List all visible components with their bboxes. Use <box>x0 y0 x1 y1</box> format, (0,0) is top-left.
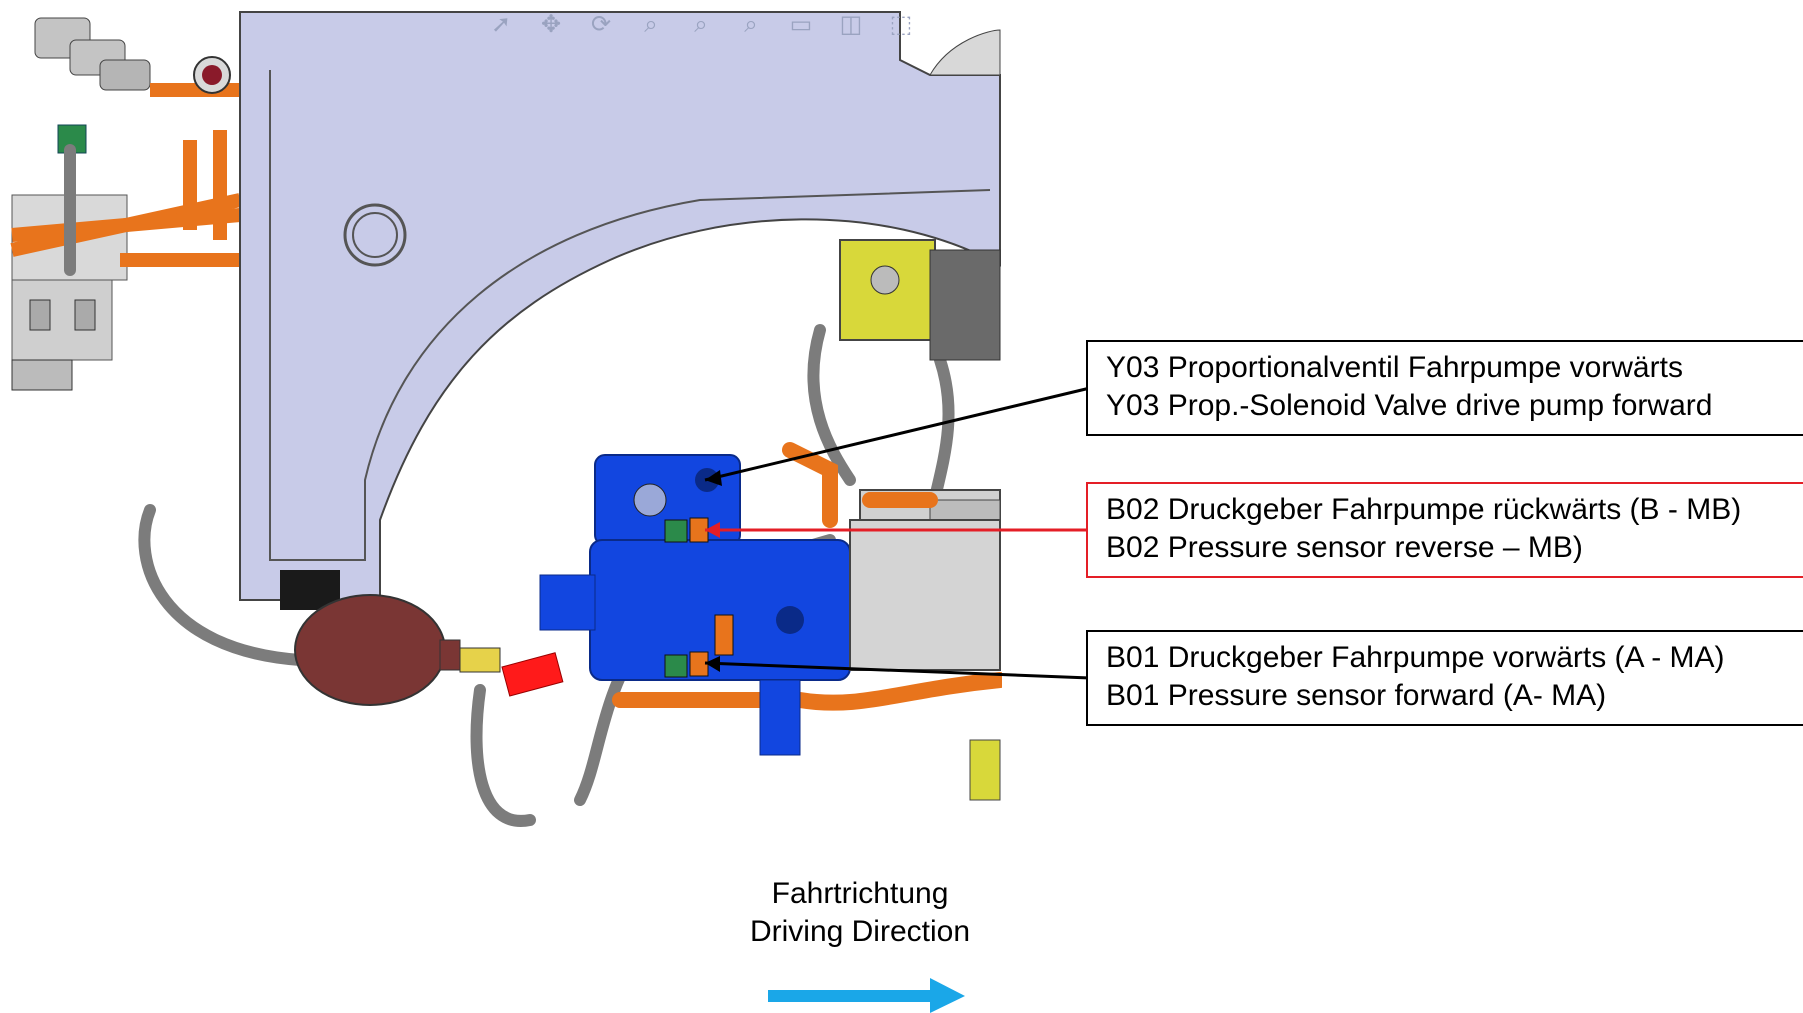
pan-move-icon[interactable]: ✥ <box>540 10 562 38</box>
rotate-icon[interactable]: ⟳ <box>590 10 612 38</box>
viewer-toolbar: ➚ ✥ ⟳ ⌕ ⌕ ⌕ ▭ ◫ ⬚ <box>484 6 918 42</box>
callout-y03-line1: Y03 Proportionalventil Fahrpumpe vorwärt… <box>1106 351 1683 384</box>
accumulator <box>294 594 564 706</box>
driving-direction-en: Driving Direction <box>749 915 971 948</box>
callout-b01-line2: B01 Pressure sensor forward (A- MA) <box>1106 679 1607 712</box>
zoom-fit-icon[interactable]: ⌕ <box>744 10 758 38</box>
zoom-area-icon[interactable]: ⌕ <box>694 10 708 38</box>
machine-frame <box>193 11 1001 610</box>
driving-direction-label: Fahrtrichtung Driving Direction <box>700 875 1020 951</box>
section-view-icon[interactable]: ◫ <box>839 10 863 38</box>
callout-b02-line2: B02 Pressure sensor reverse – MB) <box>1106 531 1583 564</box>
callout-b01-line1: B01 Druckgeber Fahrpumpe vorwärts (A - M… <box>1106 641 1725 674</box>
drive-pump <box>539 454 1001 756</box>
zoom-icon[interactable]: ⌕ <box>644 10 658 38</box>
driving-direction-de: Fahrtrichtung <box>771 877 949 910</box>
callout-b02-line1: B02 Druckgeber Fahrpumpe rückwärts (B - … <box>1106 493 1742 526</box>
callout-b01: B01 Druckgeber Fahrpumpe vorwärts (A - M… <box>1086 630 1803 726</box>
callout-y03-line2: Y03 Prop.-Solenoid Valve drive pump forw… <box>1106 389 1713 422</box>
leader-lines <box>704 386 1091 680</box>
orange-hydraulic-lines-left <box>10 83 242 267</box>
top-left-connectors <box>34 17 151 154</box>
callout-b02: B02 Druckgeber Fahrpumpe rückwärts (B - … <box>1086 482 1803 578</box>
display-mode-icon[interactable]: ▭ <box>789 10 813 38</box>
callout-y03: Y03 Proportionalventil Fahrpumpe vorwärt… <box>1086 340 1803 436</box>
select-arrow-icon[interactable]: ➚ <box>490 10 512 38</box>
driving-direction-arrow <box>768 978 965 1013</box>
view-cube-icon[interactable]: ⬚ <box>889 10 913 38</box>
